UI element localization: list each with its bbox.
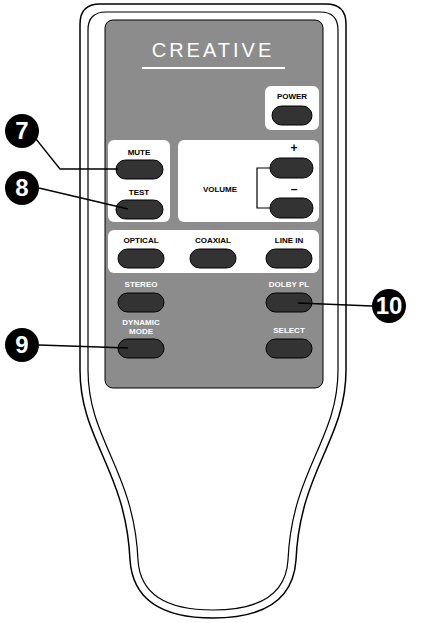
callout-text: 10 <box>376 294 403 318</box>
button-panel <box>105 20 323 388</box>
button-label: VOLUME <box>203 185 237 194</box>
button-label: LINE IN <box>275 236 303 245</box>
remote-inner-outline <box>88 12 338 610</box>
buttons <box>116 106 313 358</box>
callout-number: 9 <box>5 328 39 362</box>
leader-lines <box>36 139 372 348</box>
button-label: COAXIAL <box>195 236 231 245</box>
power-plate <box>265 86 319 130</box>
button-label: OPTICAL <box>123 236 158 245</box>
button-label: – <box>291 182 298 196</box>
button-label: POWER <box>277 92 307 101</box>
callout-text: 9 <box>15 333 28 357</box>
brand-logo: CREATIVE <box>152 39 275 62</box>
remote-body <box>80 4 346 618</box>
callout-text: 7 <box>15 119 28 143</box>
input-plate <box>108 230 319 273</box>
button-label: DYNAMIC MODE <box>119 318 163 336</box>
button-label: SELECT <box>273 326 305 335</box>
button-label: MUTE <box>128 148 151 157</box>
button-label: DOLBY PL <box>269 280 309 289</box>
volume-plate <box>178 140 319 222</box>
callout-text: 8 <box>15 176 28 200</box>
callout-number: 7 <box>5 114 39 148</box>
button-label: TEST <box>129 188 149 197</box>
volume-bracket <box>257 168 270 208</box>
callout-number: 10 <box>372 289 406 323</box>
callout-number: 8 <box>5 171 39 205</box>
logo-underline <box>142 67 285 69</box>
button-label: STEREO <box>125 280 158 289</box>
button-label: + <box>290 141 297 155</box>
mute-test-plate <box>108 140 170 222</box>
